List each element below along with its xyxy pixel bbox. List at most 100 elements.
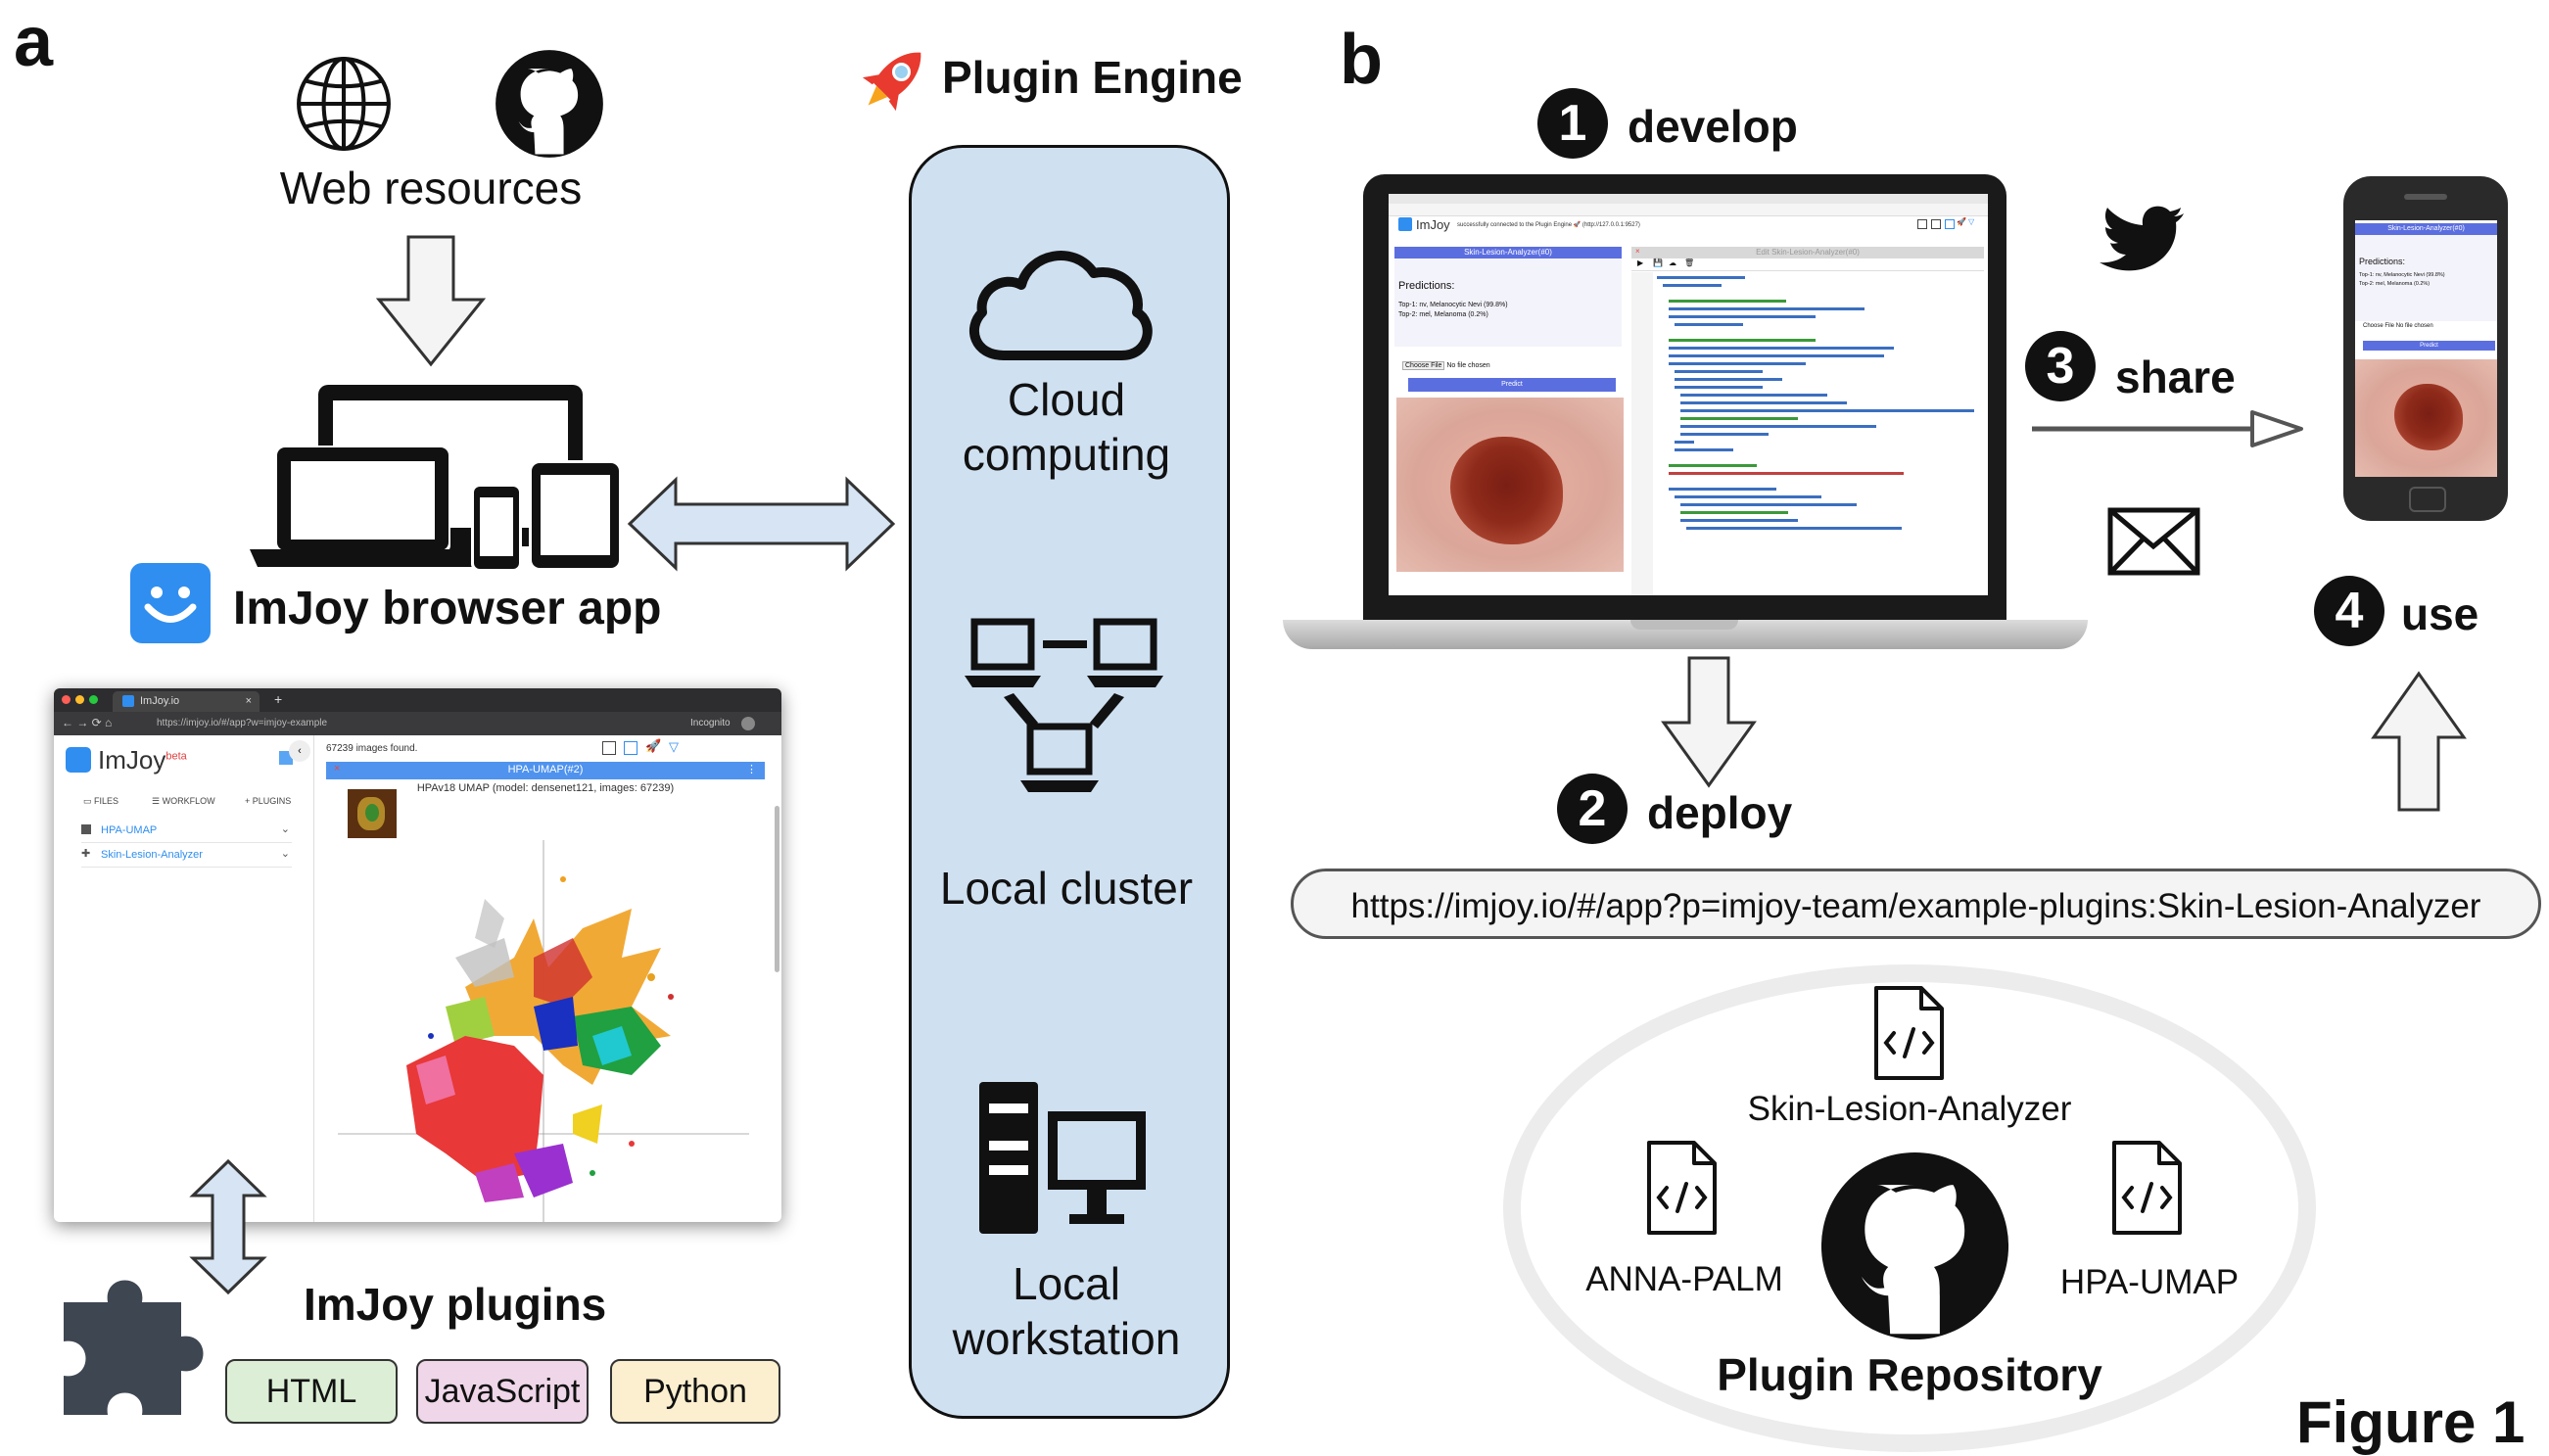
step-1-badge: 1 <box>1537 88 1608 159</box>
plugin-type-html: HTML <box>225 1359 398 1424</box>
plugin-type-python: Python <box>610 1359 780 1424</box>
arrow-up-use <box>2371 671 2467 812</box>
phone-file-input[interactable]: Choose File No file chosen <box>2363 323 2433 329</box>
browser-tab-title: ImJoy.io <box>140 695 180 707</box>
engine-item-label: Local <box>1013 1258 1120 1309</box>
prediction-1: Top-1: nv, Melanocytic Nevi (99.8%) <box>1398 302 1508 308</box>
plugins-title: ImJoy plugins <box>304 1279 607 1330</box>
umap-scatter-plot[interactable] <box>338 840 749 1222</box>
cluster-icon <box>965 618 1163 792</box>
laptop-toolbar: 🚀 ▽ <box>1917 217 1976 229</box>
menu-workflow[interactable]: ☰ WORKFLOW <box>152 796 215 806</box>
repo-plugin-hpa-umap: HPA-UMAP <box>2059 1263 2240 1301</box>
browser-url-bar: ← → ⟳ ⌂ https://imjoy.io/#/app?w=imjoy-e… <box>54 712 781 735</box>
repo-plugin-skin-lesion: Skin-Lesion-Analyzer <box>1747 1090 2072 1128</box>
laptop-screen: ImJoy successfully connected to the Plug… <box>1389 194 1988 595</box>
laptop-imjoy-logo-icon <box>1398 217 1412 231</box>
windows-icon[interactable] <box>1917 219 1927 229</box>
choose-file-button[interactable]: Choose File <box>2363 323 2395 329</box>
no-file-label: No file chosen <box>2395 323 2433 329</box>
browser-tab[interactable]: ImJoy.io × <box>113 691 260 712</box>
code-file-icon <box>1647 1141 1717 1235</box>
devices-icon <box>250 385 622 571</box>
imjoy-sidebar-logo-icon <box>66 747 91 773</box>
window-title: Skin-Lesion-Analyzer(#0) <box>2387 225 2465 232</box>
delete-icon[interactable]: 🗑 <box>1684 258 1695 267</box>
window-icon[interactable] <box>1945 219 1955 229</box>
step-3-badge: 3 <box>2025 331 2096 401</box>
new-tab-icon[interactable]: + <box>274 691 283 707</box>
menu-files[interactable]: ▭ FILES <box>83 796 119 806</box>
window-close-icon[interactable]: × <box>334 763 341 775</box>
cell-thumbnail-image[interactable] <box>348 789 397 838</box>
maximize-dot-icon[interactable] <box>89 695 98 704</box>
plugin-type-javascript: JavaScript <box>416 1359 589 1424</box>
phone-window-header[interactable]: Skin-Lesion-Analyzer(#0) <box>2355 223 2497 235</box>
save-icon[interactable]: 💾 <box>1653 258 1663 267</box>
plugin-item-hpa-umap[interactable]: HPA-UMAP ⌄ <box>81 821 292 843</box>
imjoy-screenshot: ImJoy.io × + ← → ⟳ ⌂ https://imjoy.io/#/… <box>54 688 781 1222</box>
windows-icon[interactable] <box>602 741 616 755</box>
phone-skin-lesion-image <box>2355 359 2497 477</box>
window-close-icon[interactable]: × <box>1635 247 1640 256</box>
laptop-predict-button[interactable]: Predict <box>1408 378 1616 392</box>
editor-gutter <box>1631 272 1653 595</box>
collapse-icon[interactable]: ‹ <box>289 740 310 762</box>
rocket-icon[interactable]: 🚀 <box>645 738 662 753</box>
window-icon[interactable] <box>1931 219 1941 229</box>
imjoy-logo-text: ImJoybeta <box>98 745 187 775</box>
window-menu-icon[interactable]: ⋮ <box>746 764 757 775</box>
laptop-url-bar <box>1389 204 1988 216</box>
plugin-repository-title: Plugin Repository <box>1717 1349 2102 1400</box>
chevron-down-icon[interactable]: ⌄ <box>280 823 290 835</box>
chevron-down-icon[interactable]: ⌄ <box>280 848 290 860</box>
prediction-1: Top-1: nv, Melanocytic Nevi (99.8%) <box>2359 272 2445 278</box>
laptop-editor-header[interactable]: × Edit Skin-Lesion-Analyzer(#0) <box>1631 247 1984 258</box>
run-icon[interactable]: ▶ <box>1637 258 1644 267</box>
plot-title: HPAv18 UMAP (model: densenet121, images:… <box>416 782 675 794</box>
phone-predict-button[interactable]: Predict <box>2363 341 2495 351</box>
figure-label: Figure 1 <box>2296 1389 2525 1455</box>
choose-file-button[interactable]: Choose File <box>1402 361 1445 370</box>
laptop-skin-lesion-image <box>1396 398 1624 572</box>
toolbar-icons: 🚀 ▽ <box>602 738 769 756</box>
laptop-notch <box>1630 620 1738 630</box>
step-4-badge: 4 <box>2314 576 2384 646</box>
predictions-title: Predictions: <box>2359 257 2406 266</box>
filter-icon[interactable]: ▽ <box>669 739 679 754</box>
double-arrow-screenshot-plugins <box>189 1158 267 1295</box>
workstation-icon <box>979 1082 1146 1234</box>
rocket-icon[interactable]: 🚀 <box>1957 217 1966 226</box>
phone-home-button[interactable] <box>2409 487 2446 512</box>
scrollbar[interactable] <box>775 806 779 972</box>
plugin-item-skin-lesion[interactable]: ✚ Skin-Lesion-Analyzer ⌄ <box>81 845 292 868</box>
url-text[interactable]: https://imjoy.io/#/app?w=imjoy-example <box>157 718 328 728</box>
deploy-url[interactable]: https://imjoy.io/#/app?p=imjoy-team/exam… <box>1291 869 2541 939</box>
phone-screen: Skin-Lesion-Analyzer(#0) Predictions: To… <box>2355 220 2497 477</box>
cloud-icon[interactable]: ☁ <box>1669 258 1676 267</box>
step-3-label: share <box>2115 352 2236 402</box>
predictions-title: Predictions: <box>1398 280 1455 292</box>
nav-arrows-icon[interactable]: ← → ⟳ ⌂ <box>62 716 113 729</box>
window-icon[interactable] <box>624 741 637 755</box>
laptop-file-input[interactable]: Choose File No file chosen <box>1402 361 1490 370</box>
tab-close-icon[interactable]: × <box>245 695 252 707</box>
puzzle-icon: ✚ <box>81 848 91 860</box>
laptop-plugin-window-header[interactable]: Skin-Lesion-Analyzer(#0) <box>1394 247 1622 258</box>
arrow-down-web <box>375 235 487 367</box>
laptop-predictions-panel: Predictions: Top-1: nv, Melanocytic Nevi… <box>1394 258 1622 347</box>
prediction-2: Top-2: mel, Melanoma (0.2%) <box>1398 311 1488 318</box>
prediction-2: Top-2: mel, Melanoma (0.2%) <box>2359 281 2431 287</box>
minimize-dot-icon[interactable] <box>75 695 84 704</box>
hpa-umap-window-header[interactable]: × HPA-UMAP(#2) ⋮ <box>326 762 765 779</box>
filter-icon[interactable]: ▽ <box>1968 217 1975 226</box>
close-dot-icon[interactable] <box>62 695 71 704</box>
step-1-label: develop <box>1628 101 1798 152</box>
window-title: HPA-UMAP(#2) <box>507 764 584 775</box>
github-icon <box>1820 1151 2009 1340</box>
engine-item-cluster: Local cluster <box>939 863 1194 914</box>
incognito-icon <box>741 717 755 730</box>
menu-plugins[interactable]: + PLUGINS <box>245 796 292 806</box>
rocket-icon <box>862 52 921 112</box>
imjoy-sidebar: ImJoybeta ▭ FILES ☰ WORKFLOW + PLUGINS H… <box>54 735 314 1222</box>
